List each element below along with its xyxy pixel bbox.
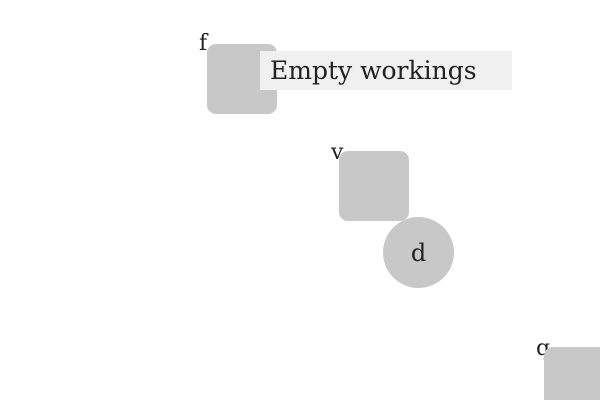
element-q-box[interactable] bbox=[544, 347, 600, 400]
element-v-box[interactable] bbox=[339, 151, 409, 221]
empty-workings-banner: Empty workings bbox=[260, 51, 512, 90]
element-d-circle[interactable]: d bbox=[383, 217, 454, 288]
element-f-label: f bbox=[199, 31, 208, 56]
element-d-label: d bbox=[410, 238, 427, 267]
